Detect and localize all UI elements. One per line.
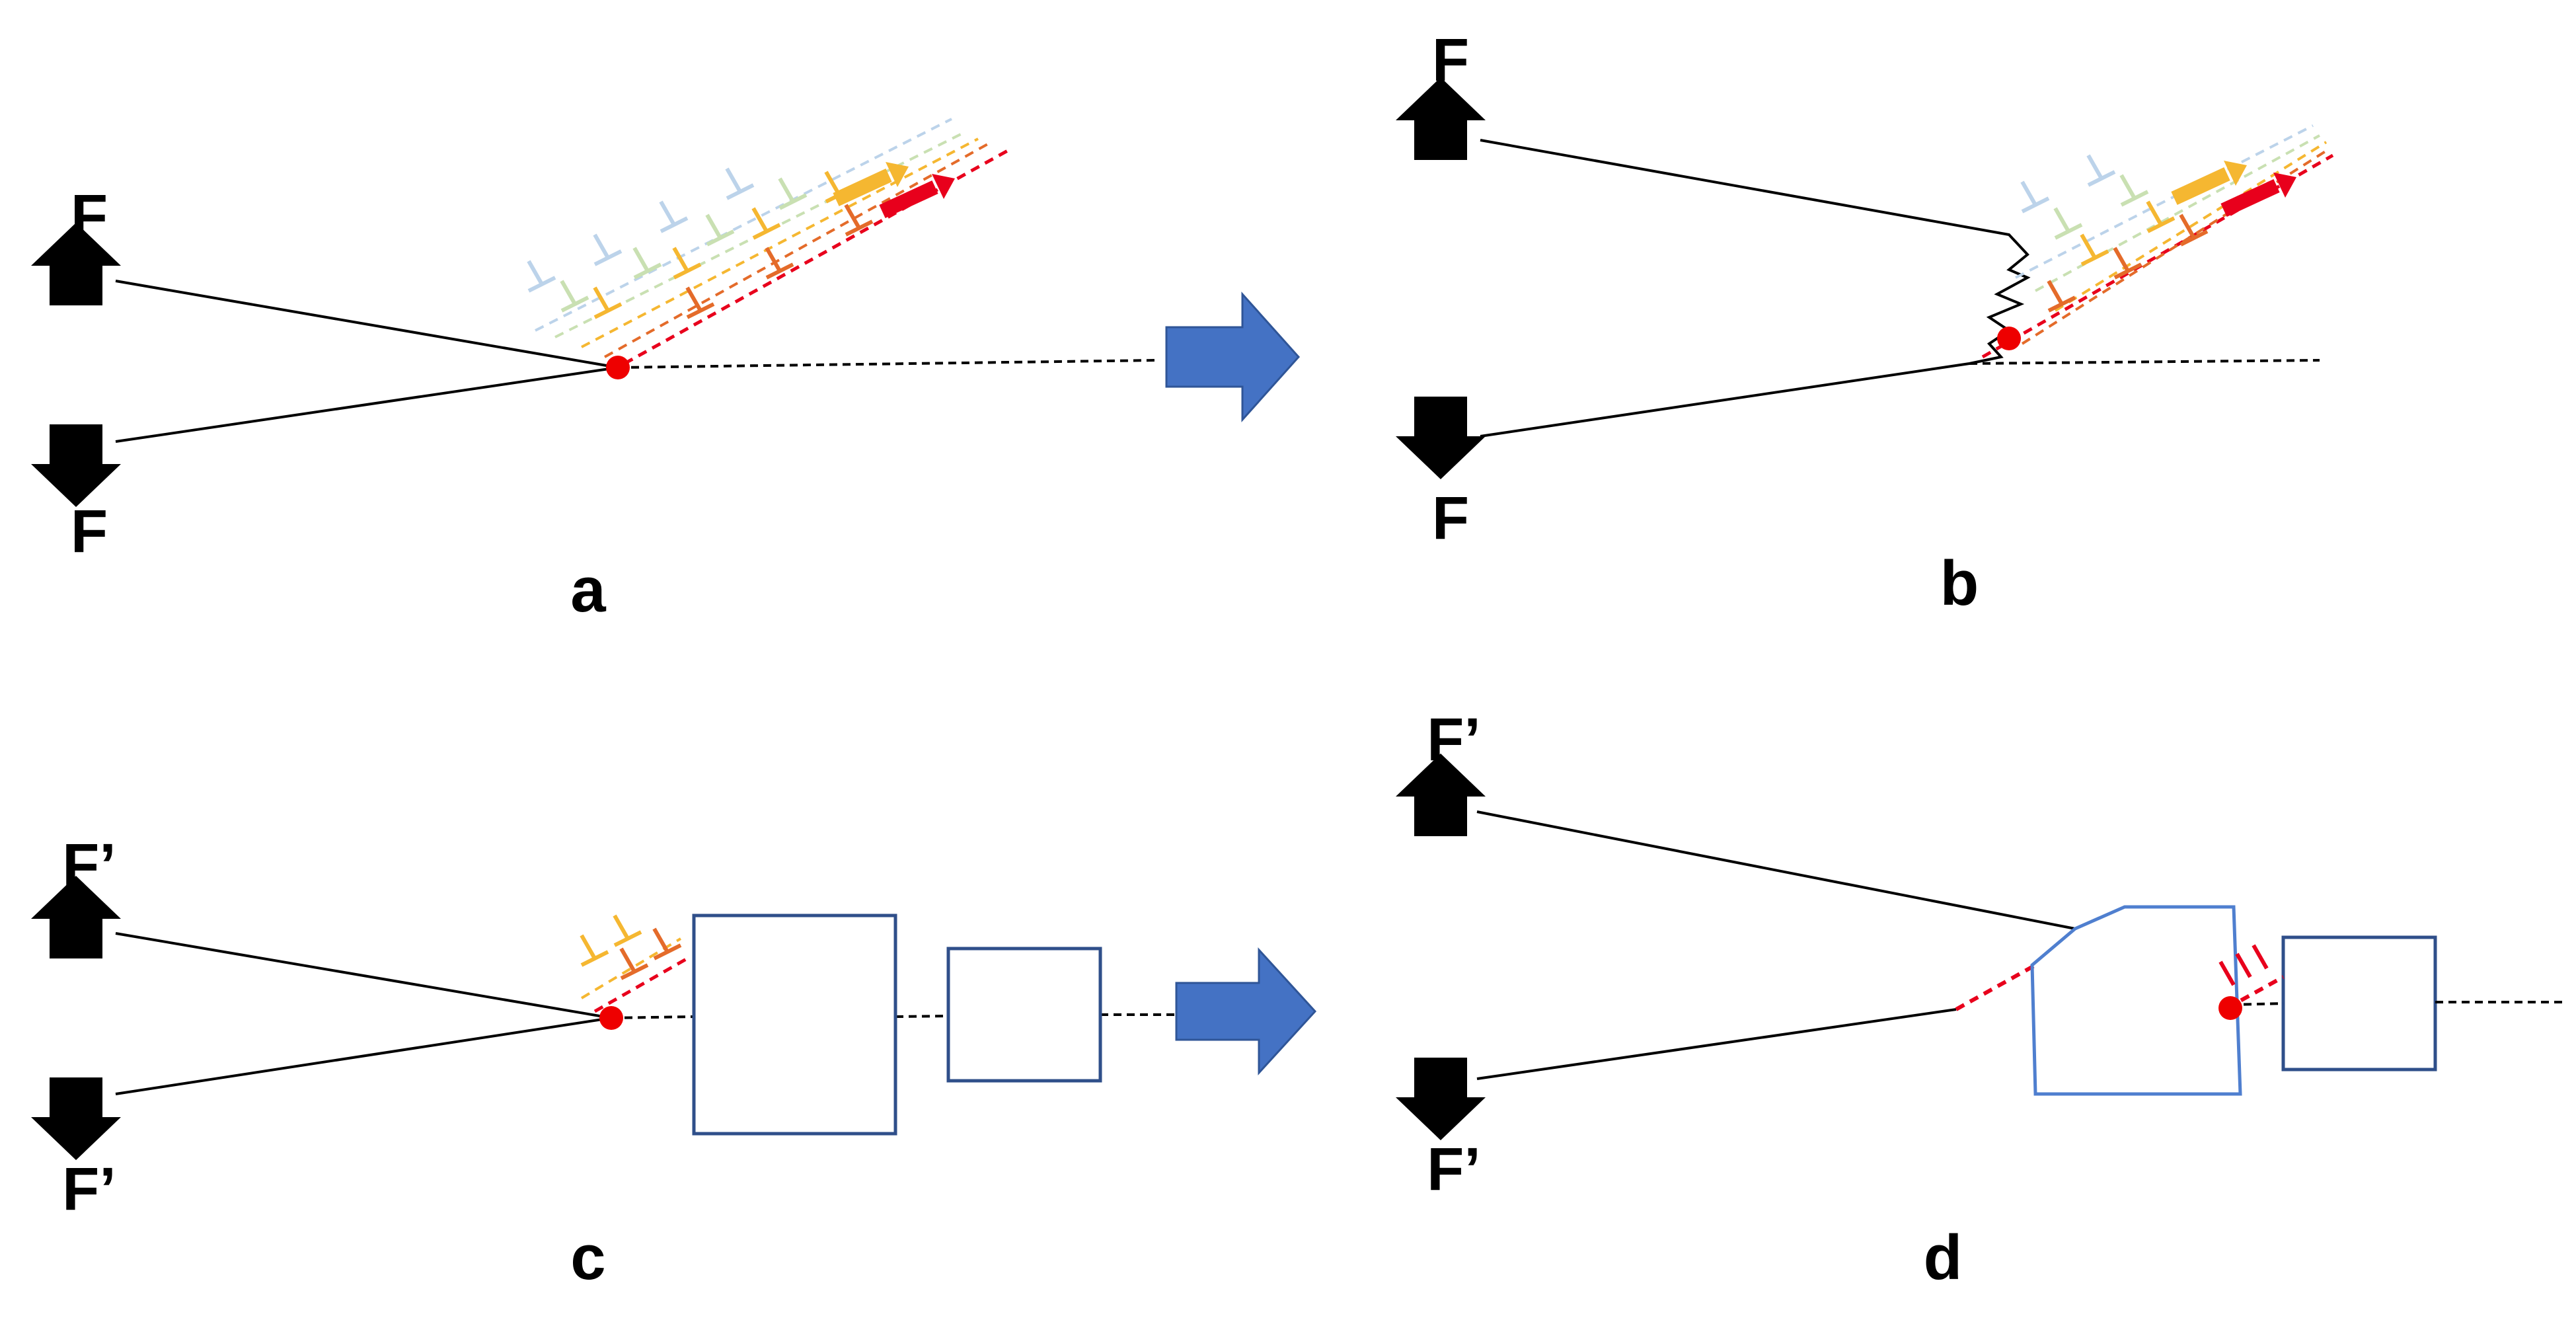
panel-d: F’ F’ d	[1396, 706, 2564, 1293]
crack-tip-dot-icon	[606, 356, 630, 379]
dislocation-symbols	[527, 167, 874, 319]
crack-tip-dot-icon	[1997, 327, 2021, 350]
dislocation-slip-lines	[535, 118, 1012, 366]
obstacle-deformed-box	[2030, 905, 2242, 1096]
dislocation-symbols	[2218, 944, 2285, 1010]
crack-lower-face	[115, 1017, 612, 1095]
obstacle-small-box	[946, 947, 1102, 1083]
crack-extension-line	[611, 1015, 695, 1019]
slip-direction-arrows	[2171, 161, 2296, 217]
dislocation-symbols	[2020, 154, 2209, 313]
crack-extension-line	[895, 1015, 949, 1018]
force-label-bottom: F	[71, 498, 108, 565]
panel-c: F’ F’ c	[31, 832, 1216, 1293]
crack-lower-face	[1476, 1008, 1957, 1080]
panel-b: F F	[1396, 26, 2334, 619]
force-up-arrow-icon	[1396, 77, 1486, 160]
crack-upper-face	[115, 932, 612, 1019]
crack-extension-line	[1969, 359, 2320, 365]
transition-arrow-icon	[1175, 947, 1317, 1075]
crack-upper-face	[115, 280, 619, 369]
dislocation-slip-lines	[1981, 124, 2334, 359]
slip-direction-arrows	[833, 162, 955, 218]
force-down-arrow-icon	[31, 1077, 121, 1160]
crack-upper-face-blunted	[1480, 139, 2031, 365]
force-label-bottom: F’	[1427, 1136, 1481, 1203]
force-down-arrow-icon	[1396, 1058, 1486, 1140]
obstacle-small-box	[2281, 935, 2437, 1072]
force-down-arrow-icon	[31, 424, 121, 507]
panel-a: F F	[31, 118, 1157, 625]
panel-label-a: a	[570, 555, 606, 625]
crack-extension-line	[617, 359, 1157, 369]
dislocation-symbols	[580, 914, 689, 1013]
panel-label-d: d	[1924, 1222, 1963, 1293]
panel-label-b: b	[1940, 548, 1979, 619]
crack-tip-dot-icon	[599, 1006, 623, 1030]
crack-tip-dot-icon	[2218, 996, 2242, 1020]
force-label-bottom: F’	[62, 1155, 116, 1223]
crack-lower-face	[115, 366, 619, 443]
crack-extension-line	[2230, 1002, 2284, 1006]
crack-flank-slip-line	[1955, 963, 2037, 1011]
force-label-bottom: F	[1432, 485, 1469, 552]
obstacle-large-box	[692, 914, 897, 1136]
panel-label-c: c	[570, 1222, 605, 1293]
crack-lower-face	[1480, 362, 1970, 438]
force-down-arrow-icon	[1396, 397, 1486, 479]
transition-arrow-icon	[1165, 292, 1301, 422]
crack-upper-face	[1476, 810, 2076, 930]
